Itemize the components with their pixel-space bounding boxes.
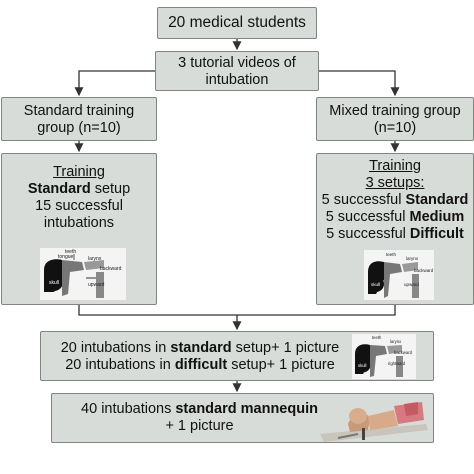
final-line1-bold: standard mannequin [175, 401, 318, 417]
mixed-row-standard-prefix: 5 successful [321, 192, 406, 208]
mixed-row-difficult-prefix: 5 successful [326, 226, 410, 242]
label-larynx-mixed: larynx [406, 256, 419, 261]
medical-students-text: 20 medical students [168, 14, 306, 31]
test-row-standard-bold: standard [170, 340, 232, 356]
airway-setup-picture-standard: teeth tongue larynx backward upward skul… [40, 248, 126, 300]
label-skull-mixed: skull [371, 282, 380, 287]
standard-setup-rest: setup [90, 181, 131, 197]
arrow-left-to-test [78, 305, 237, 316]
label-upward-mixed: upward [404, 282, 419, 287]
label-teeth-standard: teeth [65, 249, 76, 255]
label-backward-mixed: backward [414, 268, 434, 273]
mixed-row-medium-prefix: 5 successful [325, 209, 410, 225]
mixed-row-difficult-bold: Difficult [409, 226, 464, 242]
test-row-standard: 20 intubations in standard setup+ 1 pict… [41, 340, 359, 357]
mixed-row-standard-bold: Standard [405, 192, 469, 208]
label-upward-standard: upward [88, 282, 105, 288]
label-teeth-mixed: teeth [386, 252, 397, 257]
test-row-difficult-bold: difficult [174, 357, 228, 373]
standard-training-line2: 15 successful [35, 198, 123, 214]
mixed-row-medium-bold: Medium [409, 209, 465, 225]
standard-group-line2: group (n=10) [37, 120, 121, 136]
final-line2: + 1 picture [165, 418, 234, 434]
label-larynx-standard: larynx [88, 256, 102, 262]
final-line1: 40 intubations standard mannequin [52, 401, 347, 418]
label-skull-test: skull [358, 363, 366, 368]
label-teeth-test: teeth [372, 335, 382, 340]
mixed-row-difficult: 5 successful Difficult [317, 226, 473, 243]
standard-training-heading: Training [53, 164, 105, 180]
box-medical-students: 20 medical students [157, 7, 317, 39]
test-row-difficult-c: setup+ 1 picture [227, 357, 335, 373]
label-skull-standard: skull [49, 280, 59, 286]
test-row-standard-a: 20 intubations in [60, 340, 171, 356]
airway-setup-picture-mixed: teeth larynx backward upward skull [364, 250, 434, 300]
mixed-group-line2: (n=10) [373, 120, 417, 136]
airway-setup-picture-test: teeth larynx backward rightward skull [352, 334, 416, 379]
test-row-standard-c: setup+ 1 picture [231, 340, 340, 356]
mixed-group-line1: Mixed training group [329, 103, 461, 119]
mixed-training-heading: Training [369, 158, 421, 174]
box-tutorial-videos: 3 tutorial videos of intubation [155, 51, 319, 91]
box-standard-group: Standard training group (n=10) [1, 97, 157, 141]
label-backward-standard: backward [100, 266, 122, 272]
box-standard-training: Training Standard setup 15 successful in… [1, 153, 157, 305]
mixed-training-subheading: 3 setups: [365, 175, 425, 191]
standard-training-line3: intubations [43, 215, 115, 231]
box-mixed-group: Mixed training group (n=10) [316, 97, 474, 141]
standard-training-setup: Standard setup [2, 181, 156, 198]
standard-group-line1: Standard training [23, 103, 135, 119]
videos-line2: intubation [205, 72, 269, 88]
videos-line1: 3 tutorial videos of [178, 55, 296, 71]
test-row-difficult-a: 20 intubations in [65, 357, 175, 373]
test-row-difficult: 20 intubations in difficult setup+ 1 pic… [41, 357, 359, 374]
arrow-videos-to-mixed [319, 70, 400, 97]
mixed-row-medium: 5 successful Medium [317, 209, 473, 226]
arrow-right-to-test [237, 305, 396, 316]
label-backward-test: backward [394, 350, 413, 355]
final-line1-a: 40 intubations [81, 401, 176, 417]
label-larynx-test: larynx [390, 339, 402, 344]
standard-setup-bold: Standard [27, 181, 91, 197]
mixed-row-standard: 5 successful Standard [317, 192, 473, 209]
label-tongue-standard: tongue [58, 254, 74, 260]
arrow-videos-to-standard [74, 70, 155, 97]
label-rightward-test: rightward [388, 361, 406, 366]
mannequin-picture [320, 402, 428, 442]
